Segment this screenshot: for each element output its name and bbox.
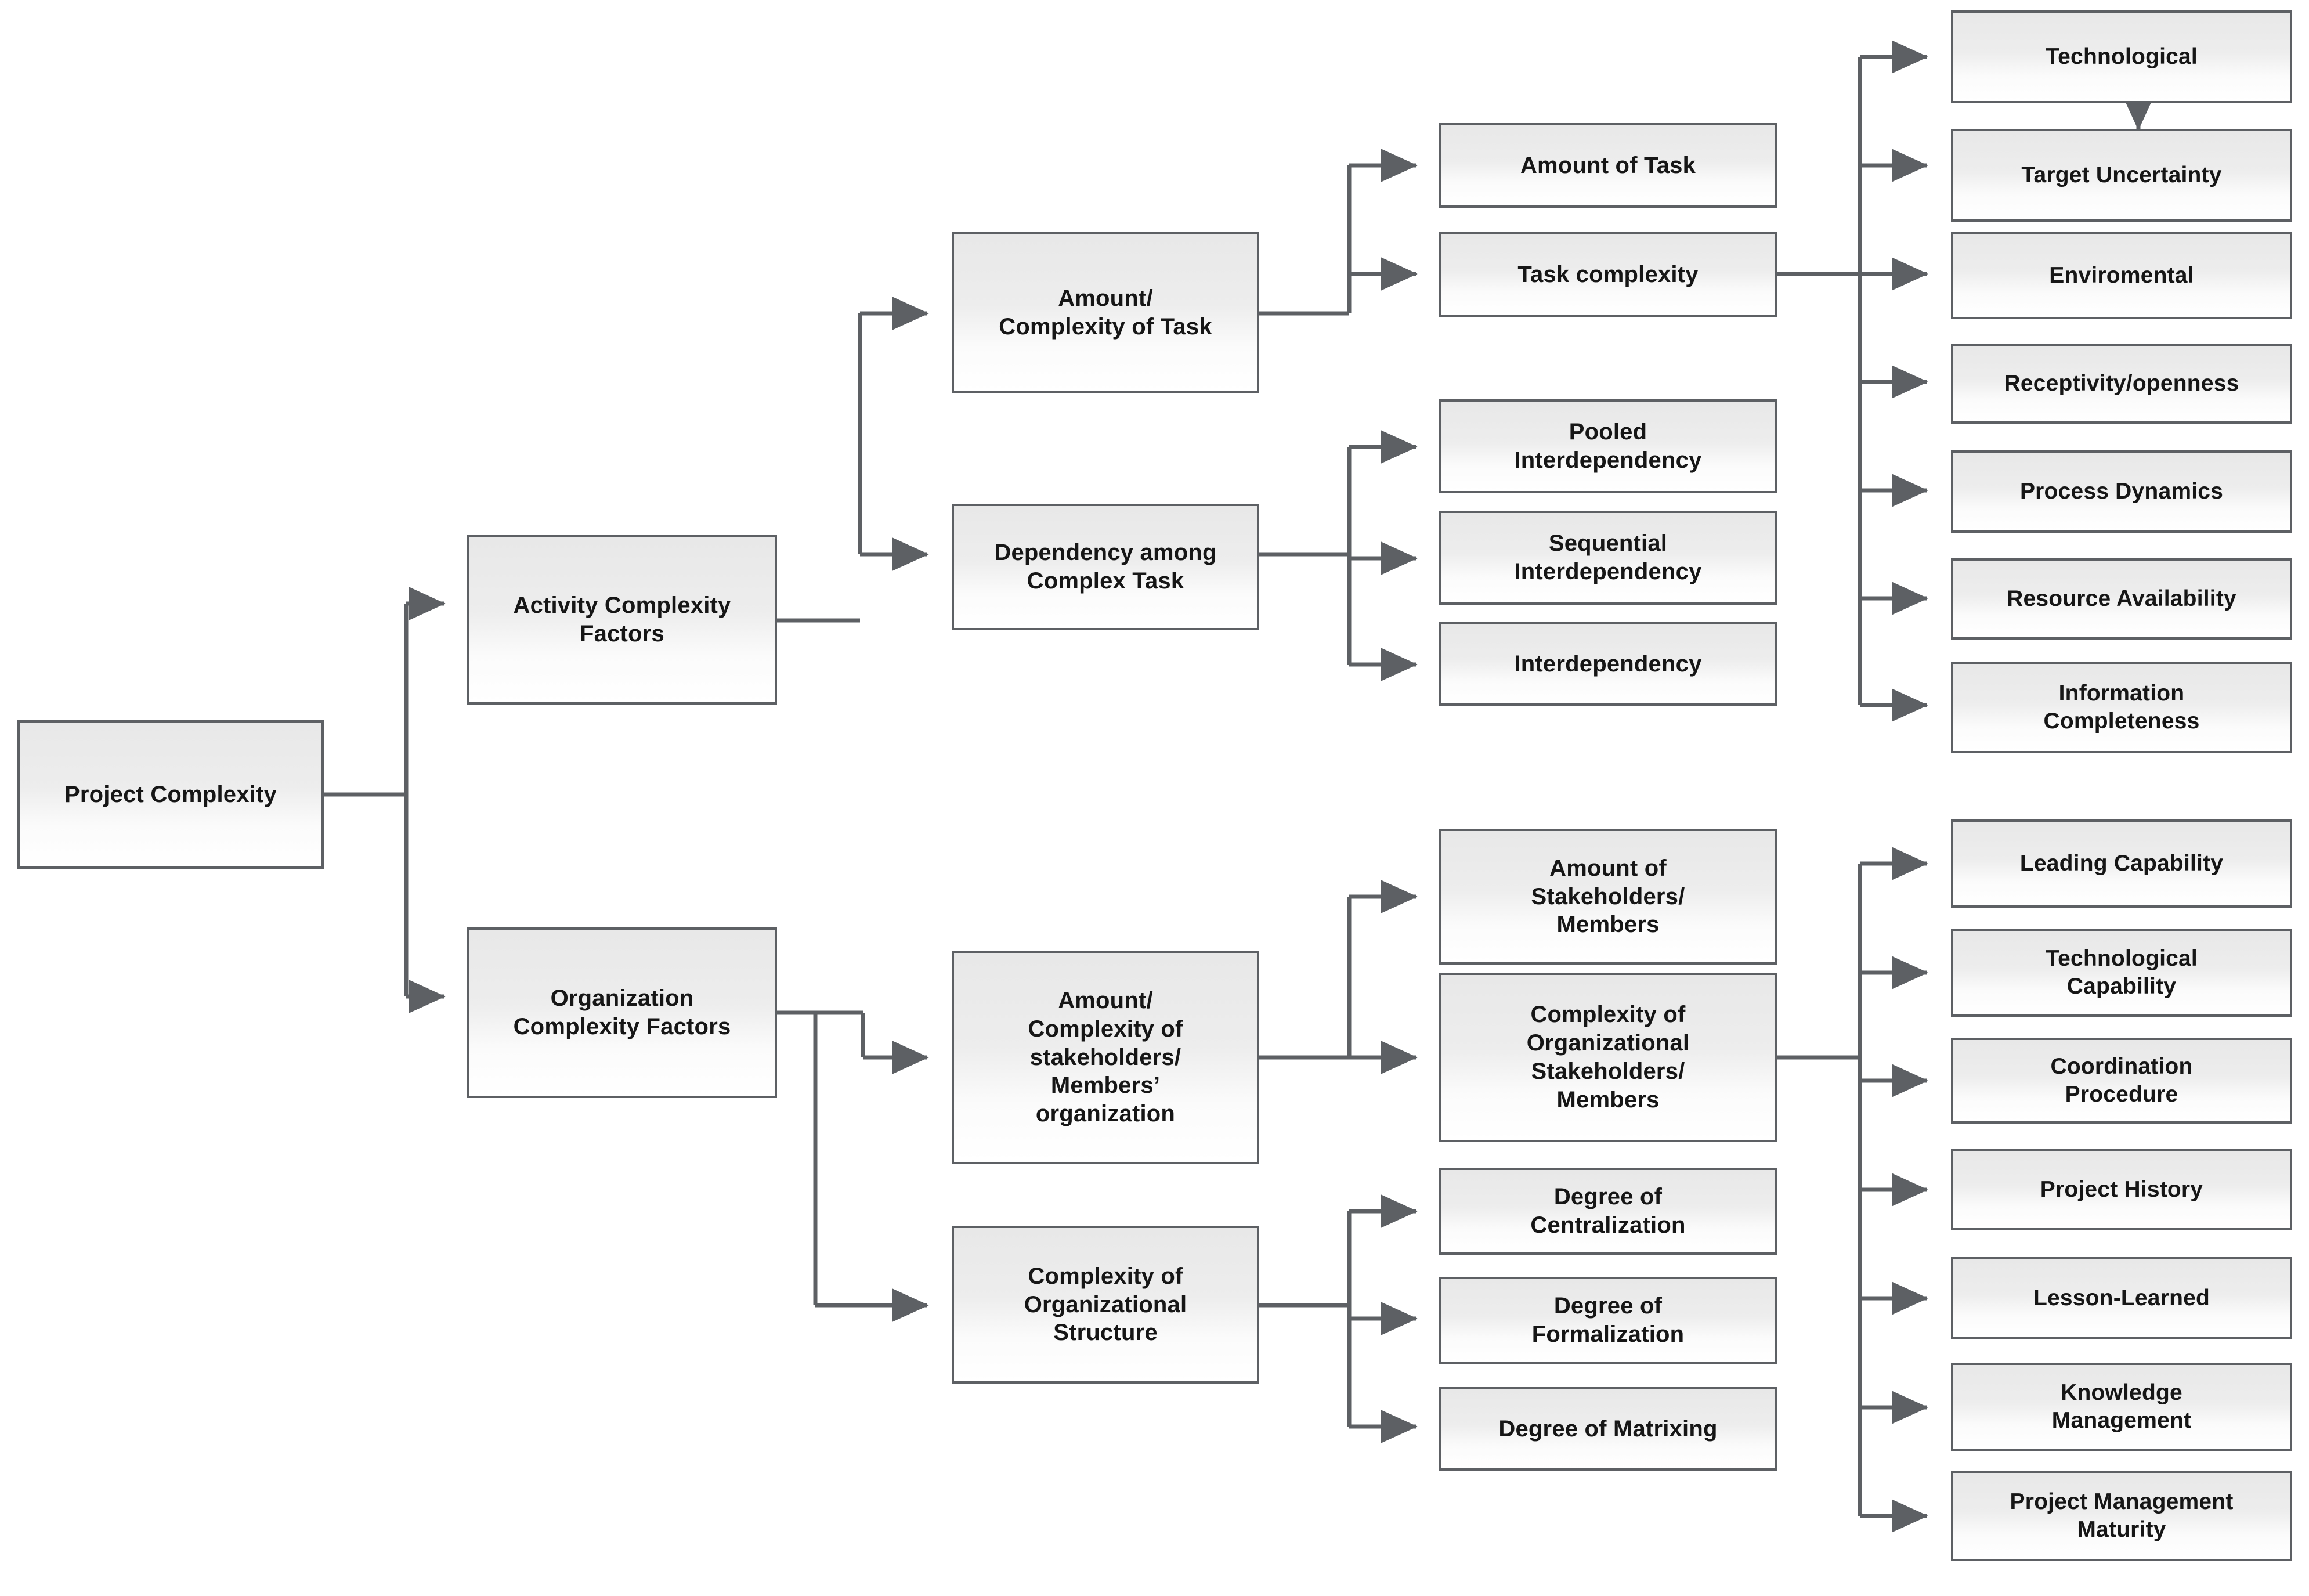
- node-organization-complexity-factors[interactable]: Organization Complexity Factors: [467, 927, 777, 1098]
- node-label: Process Dynamics: [2019, 479, 2224, 504]
- node-label: Lesson-Learned: [2033, 1286, 2210, 1311]
- edge-root-to-level2: [324, 587, 446, 1013]
- node-project-management-maturity[interactable]: Project Management Maturity: [1951, 1471, 2292, 1561]
- node-dependency-among-complex-task[interactable]: Dependency among Complex Task: [952, 504, 1259, 630]
- edge-org-structure-to-level4: [1259, 1194, 1418, 1443]
- node-pooled-interdependency[interactable]: Pooled Interdependency: [1439, 399, 1777, 493]
- node-label: Enviromental: [2049, 263, 2194, 288]
- node-interdependency[interactable]: Interdependency: [1439, 622, 1777, 706]
- node-label: Amount of Stakeholders/ Members: [1531, 855, 1685, 938]
- node-label: Coordination Procedure: [2050, 1054, 2193, 1107]
- node-label: Degree of Centralization: [1530, 1184, 1686, 1238]
- node-label: Degree of Formalization: [1531, 1293, 1685, 1347]
- node-label: Information Completeness: [2043, 681, 2200, 734]
- node-degree-of-matrixing[interactable]: Degree of Matrixing: [1439, 1387, 1777, 1471]
- edge-org-stakeholders-to-leaves: [1764, 847, 1928, 1533]
- node-project-complexity[interactable]: Project Complexity: [17, 720, 324, 869]
- node-amount-complexity-of-stakeholders[interactable]: Amount/ Complexity of stakeholders/ Memb…: [952, 951, 1259, 1164]
- node-receptivity-openness[interactable]: Receptivity/openness: [1951, 344, 2292, 424]
- node-label: Leading Capability: [2019, 851, 2224, 876]
- edge-activity-to-level3: [777, 297, 929, 623]
- node-label: Resource Availability: [2007, 586, 2236, 612]
- node-degree-of-centralization[interactable]: Degree of Centralization: [1439, 1168, 1777, 1255]
- edge-task-complexity-to-leaves: [1764, 40, 1928, 722]
- node-degree-of-formalization[interactable]: Degree of Formalization: [1439, 1277, 1777, 1364]
- node-label: Interdependency: [1514, 651, 1702, 677]
- node-target-uncertainty[interactable]: Target Uncertainty: [1951, 129, 2292, 222]
- node-process-dynamics[interactable]: Process Dynamics: [1951, 450, 2292, 533]
- node-label: Technological Capability: [2046, 946, 2198, 999]
- node-sequential-interdependency[interactable]: Sequential Interdependency: [1439, 511, 1777, 605]
- node-label: Project History: [2040, 1177, 2203, 1203]
- node-resource-availability[interactable]: Resource Availability: [1951, 558, 2292, 640]
- node-amount-complexity-of-task[interactable]: Amount/ Complexity of Task: [952, 232, 1259, 393]
- node-label: Amount/ Complexity of Task: [999, 286, 1212, 340]
- node-label: Technological: [2046, 44, 2198, 70]
- node-label: Degree of Matrixing: [1498, 1416, 1718, 1442]
- edge-amount-stakeholders-to-level4: [1259, 880, 1418, 1074]
- node-label: Project Management Maturity: [2010, 1489, 2234, 1542]
- node-complexity-of-organizational-stakeholders-members[interactable]: Complexity of Organizational Stakeholder…: [1439, 973, 1777, 1142]
- node-project-history[interactable]: Project History: [1951, 1149, 2292, 1230]
- node-knowledge-management[interactable]: Knowledge Management: [1951, 1363, 2292, 1451]
- node-enviromental[interactable]: Enviromental: [1951, 232, 2292, 319]
- node-label: Complexity of Organizational Stakeholder…: [1526, 1002, 1690, 1113]
- node-label: Complexity of Organizational Structure: [1024, 1263, 1187, 1346]
- node-leading-capability[interactable]: Leading Capability: [1951, 819, 2292, 908]
- node-label: Sequential Interdependency: [1514, 530, 1702, 584]
- node-information-completeness[interactable]: Information Completeness: [1951, 662, 2292, 753]
- node-label: Receptivity/openness: [2004, 371, 2239, 396]
- node-label: Pooled Interdependency: [1514, 419, 1702, 473]
- node-label: Amount/ Complexity of stakeholders/ Memb…: [1028, 988, 1183, 1127]
- node-amount-of-stakeholders-members[interactable]: Amount of Stakeholders/ Members: [1439, 829, 1777, 965]
- node-label: Target Uncertainty: [2021, 163, 2222, 188]
- node-label: Task complexity: [1517, 261, 1699, 287]
- node-technological[interactable]: Technological: [1951, 10, 2292, 103]
- node-coordination-procedure[interactable]: Coordination Procedure: [1951, 1038, 2292, 1124]
- node-label: Activity Complexity Factors: [513, 593, 731, 647]
- node-label: Project Complexity: [64, 781, 277, 807]
- node-label: Organization Complexity Factors: [513, 985, 731, 1039]
- node-complexity-of-organizational-structure[interactable]: Complexity of Organizational Structure: [952, 1226, 1259, 1384]
- node-technological-capability[interactable]: Technological Capability: [1951, 929, 2292, 1017]
- node-task-complexity[interactable]: Task complexity: [1439, 232, 1777, 317]
- edge-organization-to-level3: [777, 1010, 929, 1322]
- node-activity-complexity-factors[interactable]: Activity Complexity Factors: [467, 535, 777, 705]
- node-label: Knowledge Management: [2051, 1380, 2192, 1433]
- edge-dependency-task-to-level4: [1259, 430, 1418, 681]
- node-label: Dependency among Complex Task: [994, 540, 1217, 594]
- edge-amount-task-to-level4: [1259, 149, 1418, 316]
- node-amount-of-task[interactable]: Amount of Task: [1439, 123, 1777, 208]
- node-lesson-learned[interactable]: Lesson-Learned: [1951, 1257, 2292, 1339]
- node-label: Amount of Task: [1520, 152, 1696, 178]
